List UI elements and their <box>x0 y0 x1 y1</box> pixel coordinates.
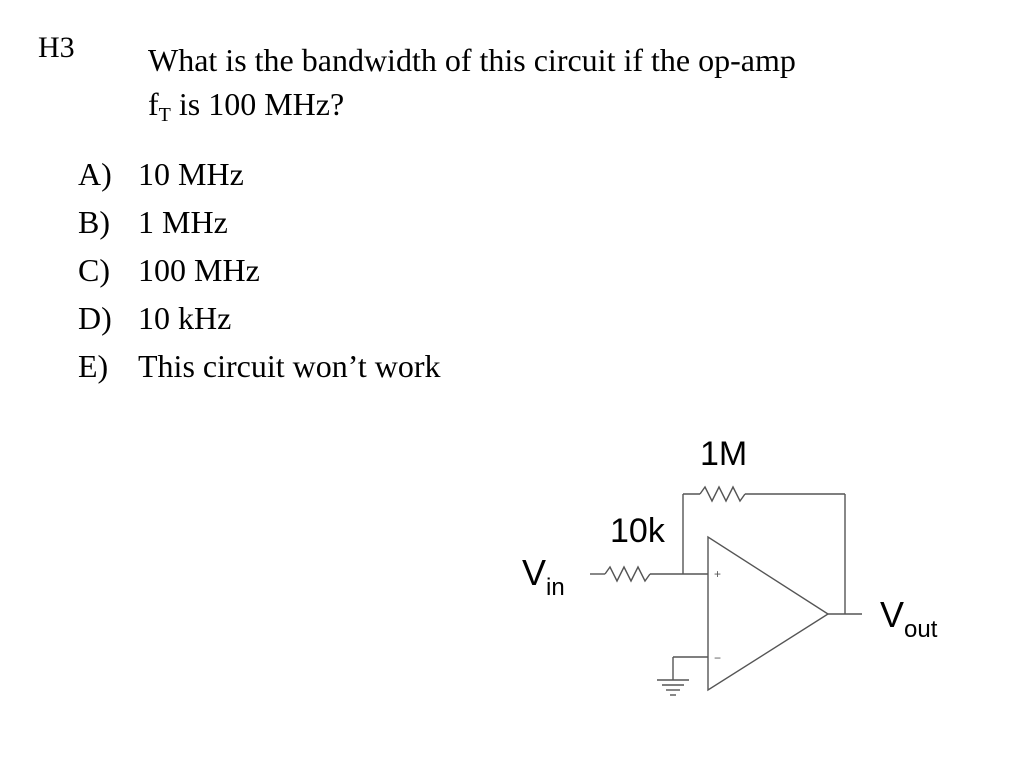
choice-c: C) 100 MHz <box>78 246 440 294</box>
choice-letter: A) <box>78 156 112 192</box>
question-line-2: is 100 MHz? <box>170 86 345 122</box>
choice-letter: C) <box>78 252 110 288</box>
input-resistor-label: 10k <box>610 512 666 550</box>
op-amp <box>707 535 830 692</box>
question-text: What is the bandwidth of this circuit if… <box>148 38 988 126</box>
vout-base: V <box>880 594 904 635</box>
choice-a: A) 10 MHz <box>78 150 440 198</box>
feedback-resistor <box>699 485 746 503</box>
inverting-symbol: − <box>714 651 721 665</box>
choice-letter: D) <box>78 300 112 336</box>
feedback-resistor-label: 1M <box>700 435 747 473</box>
input-resistor <box>604 565 651 583</box>
ft-symbol-base: f <box>148 86 159 122</box>
vin-base: V <box>522 552 546 593</box>
choice-text: 10 kHz <box>138 300 232 336</box>
choice-text: This circuit won’t work <box>138 348 441 384</box>
choice-text: 10 MHz <box>138 156 244 192</box>
ft-symbol-sub: T <box>158 104 171 126</box>
vout-sub: out <box>904 616 938 643</box>
slide-label: H3 <box>38 31 75 64</box>
ground-icon <box>657 679 689 696</box>
vout-label: Vout <box>880 594 938 643</box>
vin-label: Vin <box>522 552 565 601</box>
ft-symbol: fT <box>148 86 171 125</box>
choice-e: E) This circuit won’t work <box>78 342 440 390</box>
choice-text: 1 MHz <box>138 204 228 240</box>
non-inverting-symbol: + <box>714 567 721 581</box>
choice-b: B) 1 MHz <box>78 198 440 246</box>
vin-sub: in <box>546 574 565 601</box>
answer-choices: A) 10 MHz B) 1 MHz C) 100 MHz D) 10 kHz E) Th… <box>78 150 440 390</box>
choice-letter: B) <box>78 204 110 240</box>
choice-letter: E) <box>78 348 109 384</box>
choice-d: D) 10 kHz <box>78 294 440 342</box>
question-line-1: What is the bandwidth of this circuit if… <box>148 42 796 78</box>
choice-text: 100 MHz <box>138 252 260 288</box>
